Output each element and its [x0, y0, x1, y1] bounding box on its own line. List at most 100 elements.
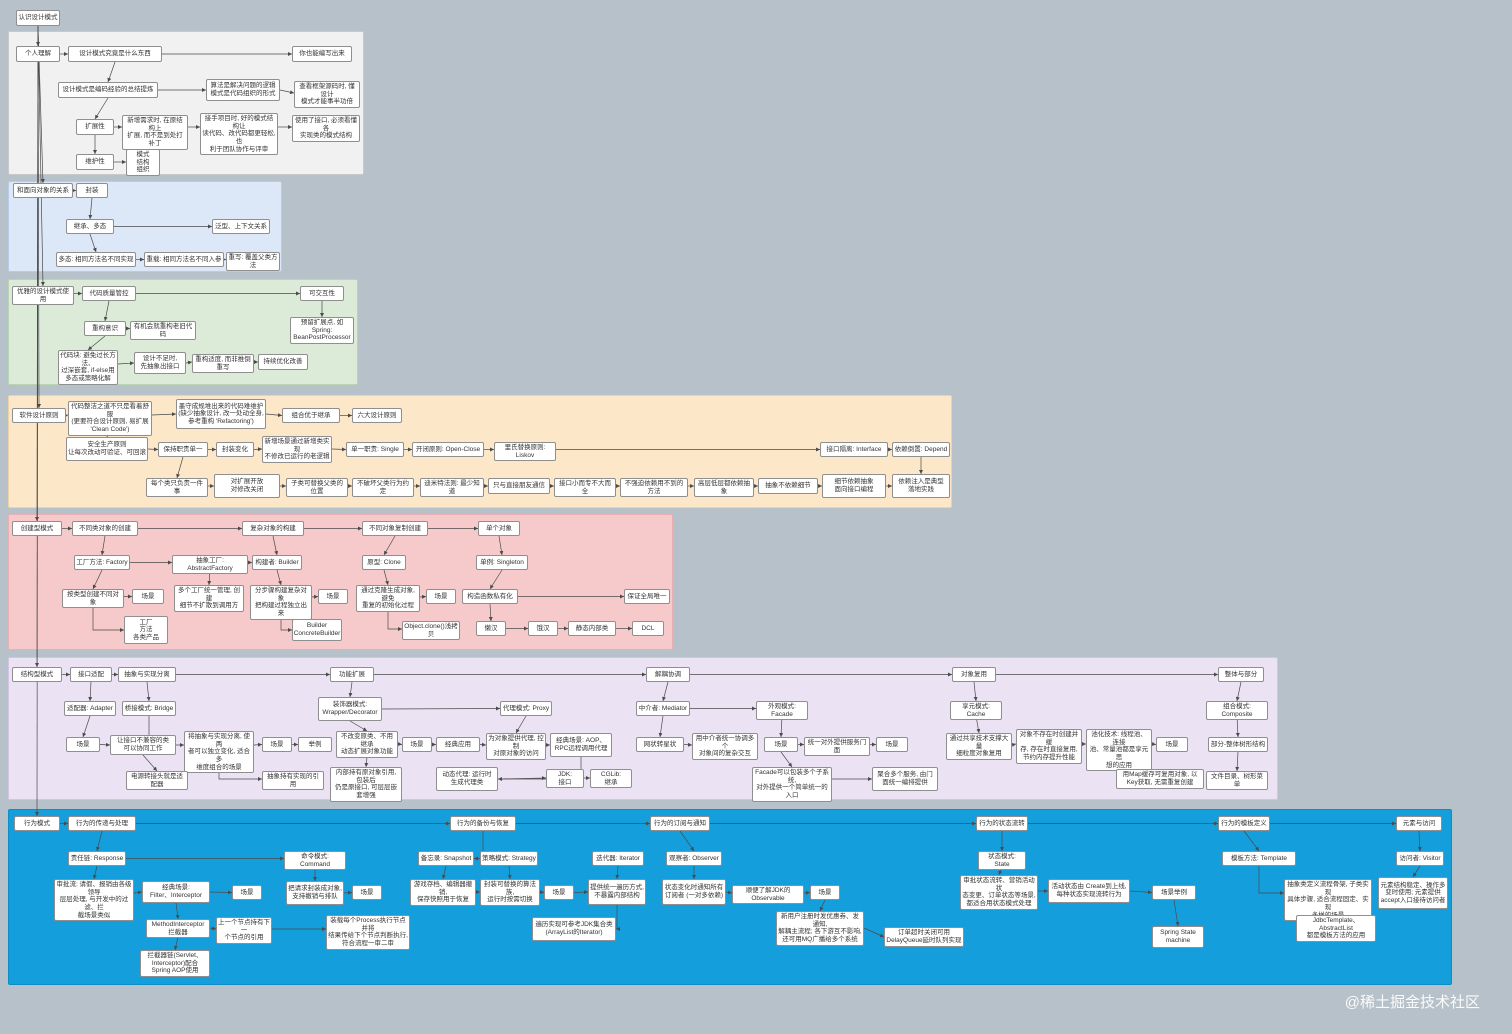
flow-node[interactable]: 六大设计原则: [352, 408, 402, 423]
flow-node[interactable]: 里氏替换原则: Liskov: [494, 442, 556, 462]
flow-node[interactable]: 桥接模式: Bridge: [122, 701, 176, 716]
flow-node[interactable]: 行为模式: [14, 816, 60, 831]
flow-node[interactable]: 元素与访问: [1396, 816, 1442, 831]
flow-node[interactable]: 单个对象: [478, 521, 520, 536]
flow-node[interactable]: 享元模式: Cache: [950, 701, 1002, 721]
root-node[interactable]: 认识设计模式: [16, 10, 60, 26]
flow-node[interactable]: 代码块: 避免过长方法、 过深嵌套, if-else用 多态或策略化解: [58, 350, 118, 385]
flow-node[interactable]: 个人理解: [16, 46, 60, 62]
flow-node[interactable]: JdbcTemplate、AbstractList 都是模板方法的应用: [1296, 915, 1376, 942]
flow-node[interactable]: 静态内部类: [568, 621, 616, 636]
flow-node[interactable]: 查看框架源码时, 懂设计 模式才能事半功倍: [294, 81, 360, 108]
flow-node[interactable]: 策略模式: Strategy: [480, 851, 538, 866]
flow-node[interactable]: 子类可替换父类的位置: [286, 478, 348, 498]
flow-node[interactable]: 代码质量管控: [82, 286, 136, 301]
flow-node[interactable]: 用中介者统一协调多个 对象间的复杂交互: [692, 733, 758, 760]
flow-node[interactable]: 迪米特法则: 最少知道: [420, 478, 484, 498]
flow-node[interactable]: 场景: [1156, 737, 1188, 752]
flow-node[interactable]: 结构型模式: [12, 667, 62, 682]
flow-node[interactable]: 场景: [402, 737, 432, 752]
flow-node[interactable]: 为对象提供代理, 控制 对原对象的访问: [486, 733, 546, 760]
flow-node[interactable]: 观察者: Observer: [666, 851, 722, 866]
flow-node[interactable]: 统一对外提供服务门面: [804, 737, 870, 757]
flow-node[interactable]: 通过共享技术支撑大量 细粒度对象复用: [946, 733, 1012, 760]
flow-node[interactable]: 接口适配: [70, 667, 112, 682]
flow-node[interactable]: 设计模式究竟是什么东西: [68, 46, 162, 62]
flow-node[interactable]: 聚合多个服务, 由门 面统一编排提供: [872, 767, 938, 791]
flow-node[interactable]: 内部持有原对象引用, 包装后 仍是原接口, 可层层嵌套增强: [330, 767, 402, 802]
flow-node[interactable]: 饿汉: [528, 621, 558, 636]
flow-node[interactable]: 场景: [262, 737, 292, 752]
flow-node[interactable]: 中介者: Mediator: [636, 701, 690, 716]
flow-node[interactable]: 责任链: Response: [68, 851, 126, 866]
flow-node[interactable]: 迭代器: Iterator: [592, 851, 644, 866]
flow-node[interactable]: 经典场景: Filter、Interceptor: [142, 881, 210, 903]
flow-node[interactable]: 行为的模板定义: [1218, 816, 1270, 831]
flow-node[interactable]: 单例: Singleton: [476, 555, 528, 570]
flow-node[interactable]: DCL: [632, 621, 664, 636]
flow-node[interactable]: 对扩展开放 对修改关闭: [214, 474, 280, 498]
flow-node[interactable]: 多态: 相同方法名不同实现: [56, 252, 136, 267]
flow-node[interactable]: 继承、多态: [66, 219, 114, 234]
flow-node[interactable]: 命令模式: Command: [284, 851, 346, 871]
flow-node[interactable]: 游戏存档、编辑器撤销, 保存快照用于恢复: [410, 879, 476, 906]
flow-node[interactable]: 用Map缓存可复用对象, 以 Key获取, 无需重复创建: [1116, 769, 1204, 789]
flow-node[interactable]: CGLib: 继承: [590, 769, 632, 789]
flow-node[interactable]: 开闭原则: Open-Close: [412, 442, 484, 457]
flow-node[interactable]: 模式 结构 组织: [126, 149, 160, 176]
flow-node[interactable]: 抽象不依赖细节: [758, 478, 818, 494]
flow-node[interactable]: 抽象持有实现的引用: [262, 771, 324, 791]
flow-node[interactable]: 行为的传递与处理: [68, 816, 136, 831]
flow-node[interactable]: 行为的备份与恢复: [450, 816, 516, 831]
flow-node[interactable]: Spring State machine: [1152, 926, 1204, 948]
flow-node[interactable]: 不同类对象的创建: [72, 521, 138, 536]
flow-node[interactable]: 设计模式是编码经验的总结提炼: [58, 82, 158, 98]
flow-node[interactable]: 订单超时关闭可用 DelayQueue延时队列实现: [884, 927, 964, 947]
flow-node[interactable]: 状态模式: State: [978, 851, 1026, 871]
flow-node[interactable]: 行为的状态流转: [976, 816, 1028, 831]
flow-node[interactable]: 场景: [352, 885, 382, 900]
flow-node[interactable]: 不破坏父类行为约定: [352, 478, 414, 498]
flow-node[interactable]: 重构适度, 而非推倒重写: [192, 354, 254, 374]
flow-node[interactable]: 适配器: Adapter: [64, 701, 116, 716]
flow-node[interactable]: 你也能编写出来: [292, 46, 352, 62]
flow-node[interactable]: 只与直接朋友通信: [488, 478, 550, 494]
flow-node[interactable]: 优雅的设计模式使用: [12, 286, 74, 306]
flow-node[interactable]: 上一个节点持有下一 个节点的引用: [216, 917, 272, 944]
flow-node[interactable]: 扩展性: [76, 119, 114, 135]
flow-node[interactable]: 构建者: Builder: [252, 555, 302, 570]
flow-node[interactable]: 装载每个Process执行节点并将 结果传给下个节点判断执行, 符合流程一审二审: [326, 915, 410, 950]
flow-node[interactable]: 墨守成规堆出来的代码难维护 (缺少抽象设计, 改一处动全身, 参考重构 'Ref…: [176, 399, 266, 429]
flow-node[interactable]: 有机会就重构老旧代码: [130, 321, 196, 341]
flow-node[interactable]: Builder ConcreteBuilder: [292, 619, 342, 641]
flow-node[interactable]: 电源转接头就是适配器: [126, 771, 188, 791]
flow-node[interactable]: 对象复用: [952, 667, 996, 682]
flow-node[interactable]: 封装: [76, 183, 108, 198]
flow-node[interactable]: 不改变原类、不用继承 动态扩展对象功能: [336, 731, 398, 758]
flow-node[interactable]: 重载: 相同方法名不同入参: [144, 252, 224, 267]
flow-node[interactable]: 动态代理: 运行时 生成代理类: [436, 767, 498, 791]
flow-node[interactable]: 行为的订阅与通知: [650, 816, 710, 831]
flow-node[interactable]: 场景: [426, 589, 456, 604]
flow-node[interactable]: 池化技术: 线程池、连接 池、常量池都是享元思 想的应用: [1086, 729, 1152, 772]
flow-node[interactable]: 场景: [318, 589, 348, 604]
flow-node[interactable]: Facade可以包装多个子系统, 对外提供一个简单统一的入口: [752, 767, 832, 802]
flow-node[interactable]: 备忘录: Snapshot: [418, 851, 474, 866]
flow-node[interactable]: 原型: Clone: [362, 555, 406, 570]
flow-node[interactable]: 场景: [544, 885, 574, 900]
flow-node[interactable]: 代码整洁之道不只是看着舒服 (更要符合设计原则, 易扩展 'Clean Code…: [68, 401, 152, 436]
flow-node[interactable]: 组合模式: Composite: [1206, 701, 1268, 721]
flow-node[interactable]: 通过克隆生成对象, 避免 重复的初始化过程: [356, 585, 420, 612]
flow-node[interactable]: 审批状态流转、营销活动状 态变更、订单状态等场景, 都适合用状态模式处理: [960, 875, 1038, 910]
flow-node[interactable]: 构造函数私有化: [462, 589, 518, 604]
flow-node[interactable]: 让接口不兼容的类 可以协同工作: [110, 735, 176, 755]
flow-node[interactable]: 高层低层都依赖抽象: [694, 478, 754, 498]
flow-node[interactable]: 重构意识: [84, 321, 126, 336]
flow-node[interactable]: 模板方法: Template: [1222, 851, 1296, 866]
flow-node[interactable]: 设计不足时, 先抽象出接口: [134, 352, 186, 374]
flow-node[interactable]: 封装变化: [216, 442, 254, 457]
flow-node[interactable]: 多个工厂统一管理, 创建 细节不扩散到调用方: [174, 585, 244, 612]
flow-node[interactable]: 部分-整体树形结构: [1208, 737, 1268, 752]
flow-node[interactable]: 场景: [232, 885, 262, 900]
flow-node[interactable]: Object.clone()浅拷贝: [402, 621, 460, 641]
